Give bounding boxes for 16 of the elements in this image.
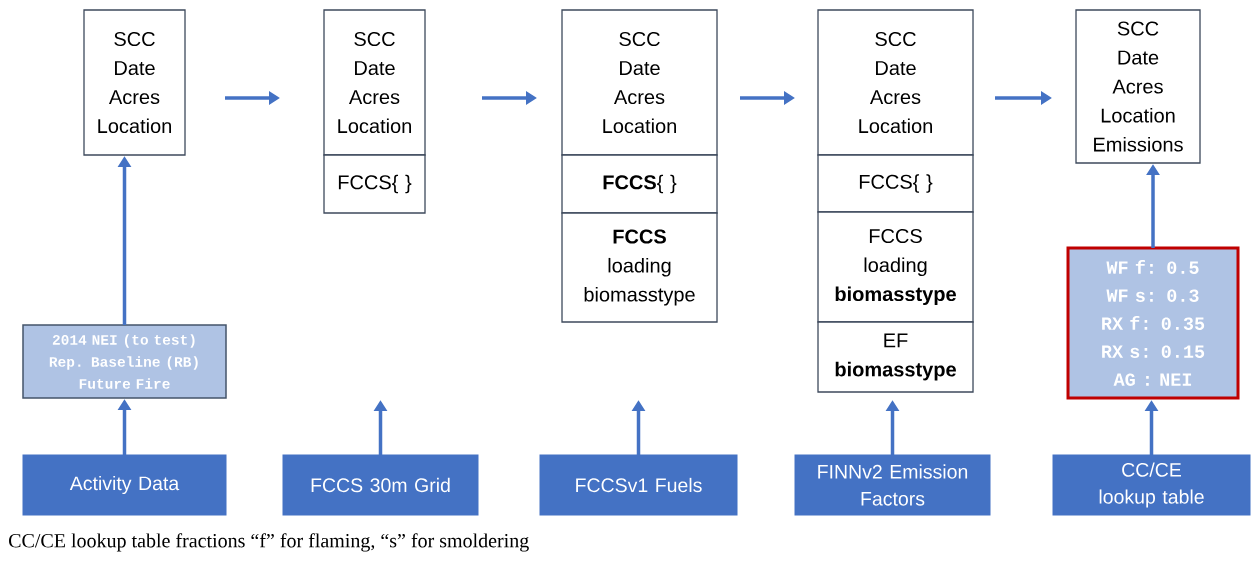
input-source-box: FCCS 30m Grid: [282, 454, 479, 516]
input-source-box: Activity Data: [22, 454, 227, 516]
stacked-cell-box: FCCS{ }: [561, 154, 718, 214]
input-source-box: CC/CE lookup table: [1052, 454, 1251, 516]
caption: CC/CE lookup table fractions “f” for flaming, “s” for smoldering: [9, 533, 529, 552]
stacked-cell-box: FCCS loading biomasstype: [817, 211, 974, 323]
stacked-cell-box: FCCS{ }: [323, 154, 426, 214]
stacked-cell-box: SCC Date Acres Location Emissions: [1075, 9, 1201, 164]
input-source-box: FCCSv1 Fuels: [539, 454, 738, 516]
scenario-box: 2014 NEI (to test) Rep. Baseline (RB) Future Fire: [22, 324, 227, 399]
stacked-cell-box: SCC Date Acres Location: [83, 9, 186, 156]
stacked-cell-box: FCCS loading biomasstype: [561, 212, 718, 323]
stacked-cell-box: FCCS{ }: [817, 154, 974, 213]
lookup-values-box: WF f: 0.5 WF s: 0.3 RX f: 0.35 RX s: 0.15 AG : NEI: [1066, 246, 1240, 400]
input-source-box: FINNv2 Emission Factors: [794, 454, 991, 516]
stacked-cell-box: EF biomasstype: [817, 321, 974, 393]
